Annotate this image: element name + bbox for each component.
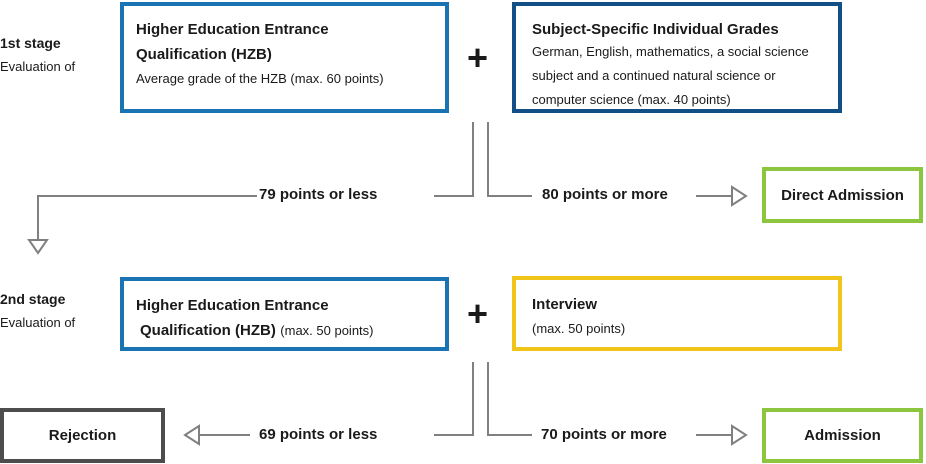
arrow-left-icon — [183, 424, 200, 446]
stage2-right-branch-label: 70 points or more — [539, 426, 669, 443]
connector-left-stage2 — [434, 362, 474, 436]
stage2-interview-box: Interview (max. 50 points) — [512, 276, 842, 351]
stage1-subtitle: Evaluation of — [0, 59, 76, 74]
stage1-grades-title: Subject-Specific Individual Grades — [532, 21, 779, 38]
stage1-left-branch-label: 79 points or less — [257, 186, 380, 203]
stage1-hzb-box: Higher Education Entrance Qualification … — [120, 2, 449, 113]
stage2-hzb-text: (max. 50 points) — [280, 323, 374, 338]
stage1-grades-text-line2: subject and a continued natural science … — [532, 68, 776, 83]
arrow-right-icon — [731, 424, 748, 446]
rejection-box: Rejection — [0, 408, 165, 463]
connector-right-stage2 — [487, 362, 532, 436]
stage2-subtitle: Evaluation of — [0, 315, 76, 330]
stage2-hzb-title-line1: Higher Education Entrance — [136, 297, 329, 314]
stage2-title: 2nd stage — [0, 291, 66, 307]
stage2-interview-text: (max. 50 points) — [532, 321, 626, 336]
arrow-right-icon — [731, 185, 748, 207]
stage1-grades-box: Subject-Specific Individual Grades Germa… — [512, 2, 842, 113]
arrow-down-icon — [27, 239, 49, 255]
connector-left-down — [37, 195, 258, 240]
stage1-grades-text-line3: computer science (max. 40 points) — [532, 92, 731, 107]
direct-admission-box: Direct Admission — [762, 167, 923, 223]
stage1-hzb-text: Average grade of the HZB (max. 60 points… — [136, 71, 384, 86]
stage1-grades-text-line1: German, English, mathematics, a social s… — [532, 44, 809, 59]
stage2-left-branch-label: 69 points or less — [257, 426, 380, 443]
admission-box: Admission — [762, 408, 923, 463]
connector-right-stage1 — [487, 122, 532, 197]
stage2-interview-title: Interview — [532, 296, 598, 313]
plus-icon: + — [467, 37, 489, 78]
stage1-right-branch-label: 80 points or more — [540, 186, 670, 203]
stage2-hzb-title-line2: Qualification (HZB) — [140, 322, 276, 339]
plus-icon: + — [467, 293, 489, 334]
stage2-hzb-box: Higher Education Entrance Qualification … — [120, 277, 449, 351]
stage1-hzb-title-line2: Qualification (HZB) — [136, 46, 272, 63]
stage1-title: 1st stage — [0, 35, 61, 51]
stage1-hzb-title-line1: Higher Education Entrance — [136, 21, 329, 38]
connector-left-stage1 — [434, 122, 474, 197]
